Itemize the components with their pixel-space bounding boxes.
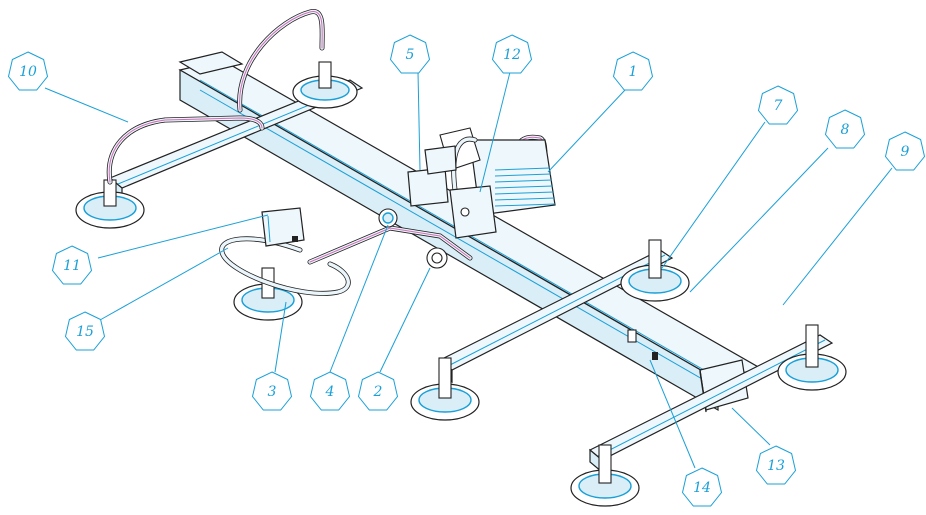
callout-2: 2: [357, 371, 399, 411]
beam-end-cap-left: [178, 51, 244, 75]
callout-label: 10: [19, 64, 37, 80]
suction-cup-icon: [777, 324, 847, 391]
callout-15: 15: [64, 311, 106, 351]
suction-cup-icon: [410, 357, 480, 421]
hose-icon: [106, 9, 548, 265]
suction-cup-icon: [75, 179, 145, 229]
suction-cup-icon: [233, 267, 303, 321]
callout-14: 14: [681, 467, 723, 507]
callouts: 10 5 12 1 7 8 9 11: [7, 34, 926, 507]
callout-label: 1: [629, 64, 638, 80]
callout-label: 12: [503, 47, 521, 63]
callout-label: 5: [406, 47, 415, 63]
suction-cup-icon: [292, 61, 358, 109]
callout-4: 4: [309, 371, 351, 411]
suction-cup-icon: [620, 239, 690, 302]
control-panel: [261, 207, 305, 247]
mount-bracket: [627, 329, 658, 360]
callout-label: 11: [63, 258, 81, 274]
callout-3: 3: [251, 371, 293, 411]
callout-label: 8: [841, 122, 850, 138]
callout-label: 2: [373, 384, 383, 400]
suction-cups: [75, 61, 847, 507]
callout-label: 13: [767, 458, 785, 474]
valve: [426, 247, 448, 269]
callout-1: 1: [612, 51, 654, 91]
handle-icon: [219, 236, 351, 296]
leader-lines: [44, 71, 893, 469]
callout-label: 7: [774, 98, 783, 114]
callout-label: 14: [693, 480, 711, 496]
cooling-fins: [494, 167, 556, 207]
callout-13: 13: [755, 445, 797, 485]
electrical-box: [449, 185, 497, 239]
callout-11: 11: [51, 245, 93, 285]
callout-label: 15: [76, 324, 94, 340]
callout-label: 3: [268, 384, 277, 400]
callout-5: 5: [389, 34, 431, 74]
callout-7: 7: [757, 85, 799, 125]
callout-9: 9: [884, 131, 926, 171]
callout-label: 4: [325, 384, 335, 400]
callout-8: 8: [824, 109, 866, 149]
vacuum-gauge: [378, 208, 398, 228]
callout-10: 10: [7, 51, 49, 91]
callout-12: 12: [491, 34, 533, 74]
callout-label: 9: [901, 144, 910, 160]
suction-cup-icon: [570, 444, 640, 507]
filter-box: [407, 145, 457, 207]
